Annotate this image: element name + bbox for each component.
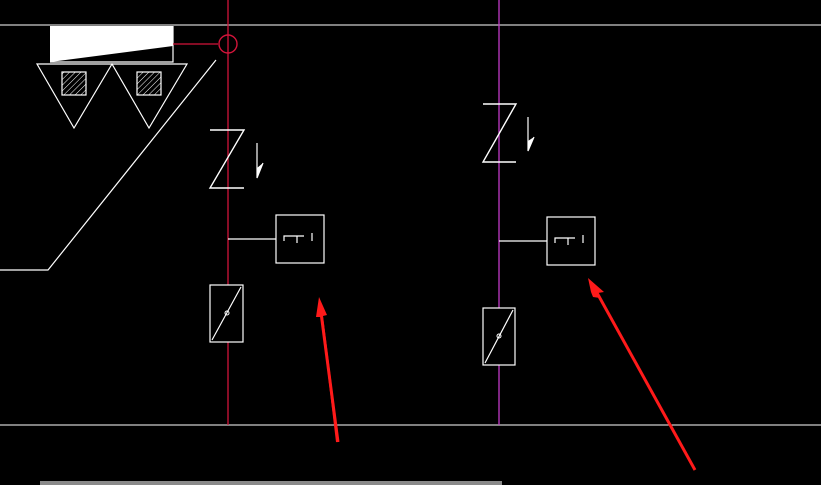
red-arrow-annotation-icon [316,297,340,443]
z-damper-symbol-icon [481,103,535,163]
diagonal-lead-line [0,59,217,271]
valve-rectangle-symbol-icon [209,284,244,343]
red-arrow-annotation-icon [588,278,697,471]
control-box-symbol-icon [275,214,325,264]
valve-rectangle-symbol-icon [482,307,516,366]
riser-junction-circle-icon [218,34,238,54]
control-box-symbol-icon [546,216,596,266]
air-terminal-unit-icon [35,26,189,130]
z-damper-symbol-icon [208,129,264,189]
horizontal-scrollbar[interactable] [40,481,502,485]
